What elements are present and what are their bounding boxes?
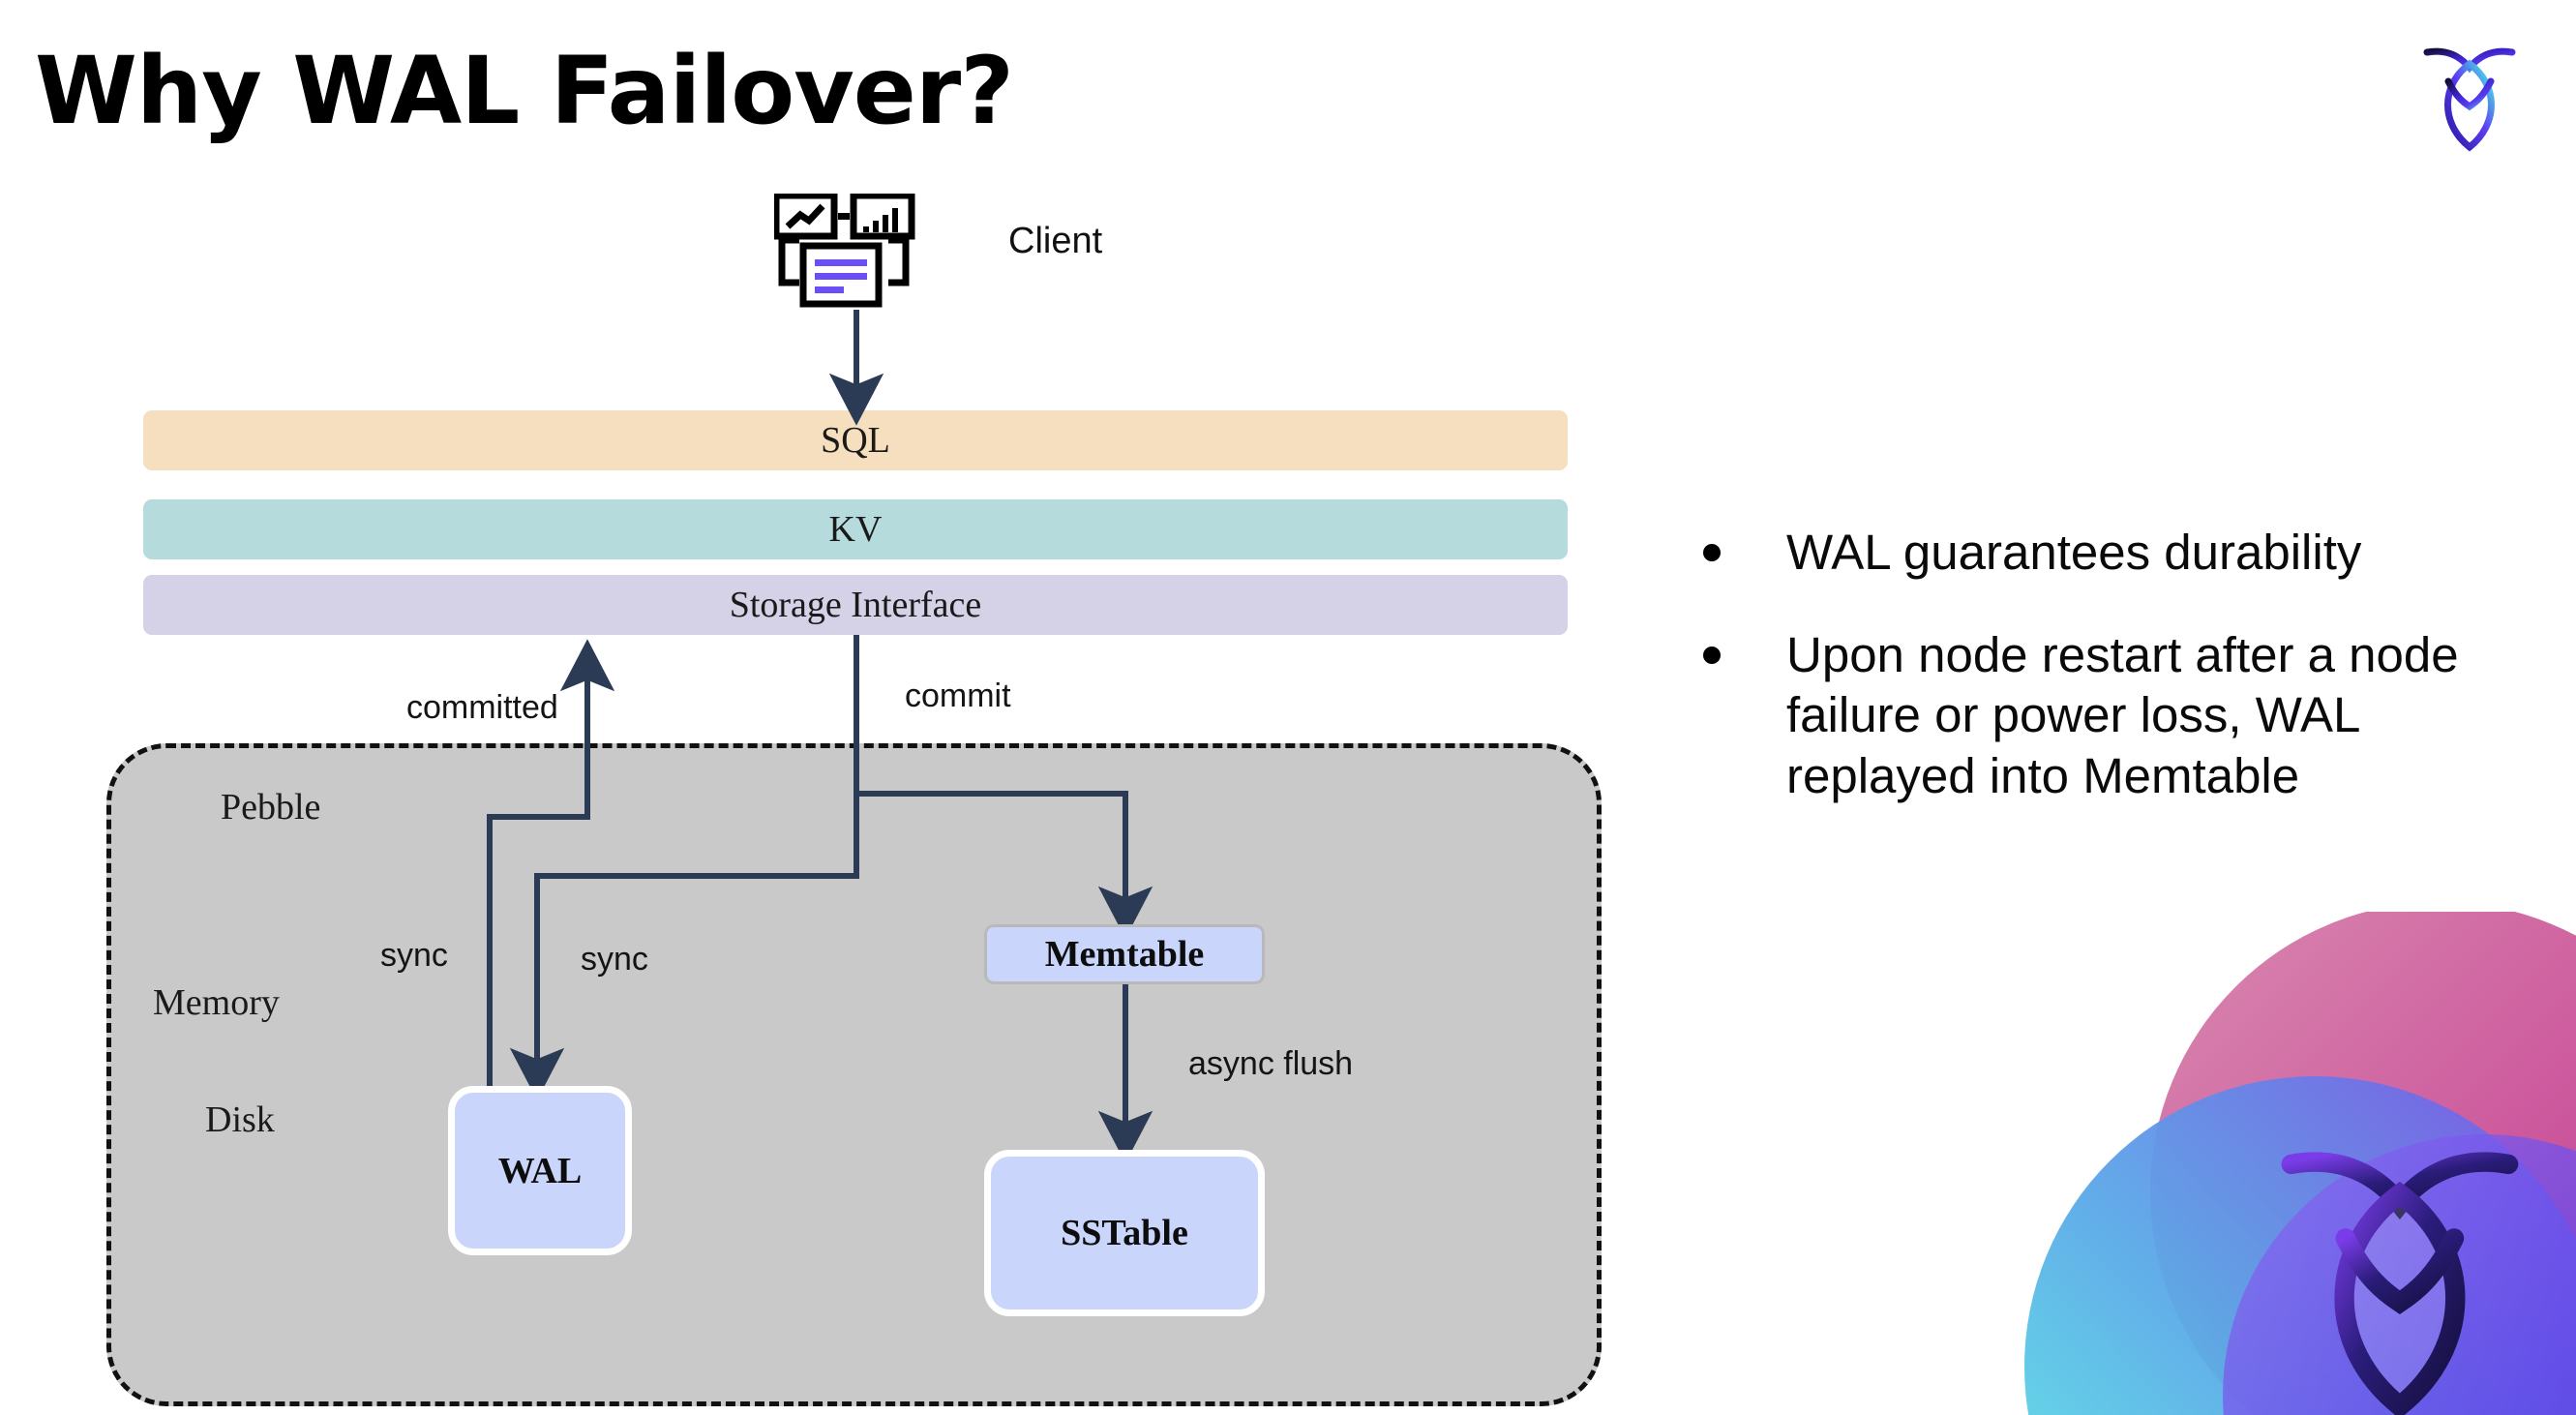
box-wal-label: WAL — [497, 1150, 583, 1191]
layer-bar-sql-label: SQL — [821, 420, 890, 461]
pebble-label: Pebble — [221, 787, 321, 828]
box-sstable: SSTable — [984, 1150, 1265, 1316]
list-item: Upon node restart after a node failure o… — [1703, 625, 2535, 806]
box-memtable: Memtable — [984, 924, 1265, 984]
pebble-container — [106, 743, 1602, 1406]
layer-bar-kv: KV — [143, 499, 1568, 559]
edge-label-commit: commit — [905, 677, 1011, 714]
overlapping-circles-decoration — [1937, 912, 2576, 1415]
bullet-dot-icon — [1703, 544, 1721, 561]
bullet-text: WAL guarantees durability — [1786, 525, 2362, 580]
edge-label-async-flush: async flush — [1188, 1045, 1354, 1082]
page-title: Why WAL Failover? — [35, 37, 1014, 145]
cockroachdb-logo-icon — [2413, 35, 2526, 163]
layer-bar-storage-interface-label: Storage Interface — [729, 585, 982, 625]
box-sstable-label: SSTable — [1061, 1213, 1188, 1253]
layer-bar-storage-interface: Storage Interface — [143, 575, 1568, 635]
edge-label-sync-left: sync — [380, 937, 448, 974]
edge-label-sync-right: sync — [581, 941, 648, 978]
layer-bar-sql: SQL — [143, 410, 1568, 470]
list-item: WAL guarantees durability — [1703, 523, 2535, 583]
memory-label: Memory — [153, 982, 280, 1023]
edge-label-committed: committed — [406, 689, 558, 726]
client-label: Client — [1008, 221, 1103, 261]
bullet-dot-icon — [1703, 647, 1721, 665]
box-memtable-label: Memtable — [1044, 934, 1205, 975]
client-monitor-icon — [772, 192, 929, 310]
layer-bar-kv-label: KV — [828, 509, 883, 550]
bullet-list: WAL guarantees durability Upon node rest… — [1703, 523, 2535, 849]
box-wal: WAL — [448, 1086, 632, 1255]
bullet-text: Upon node restart after a node failure o… — [1786, 627, 2459, 803]
disk-label: Disk — [205, 1099, 275, 1140]
